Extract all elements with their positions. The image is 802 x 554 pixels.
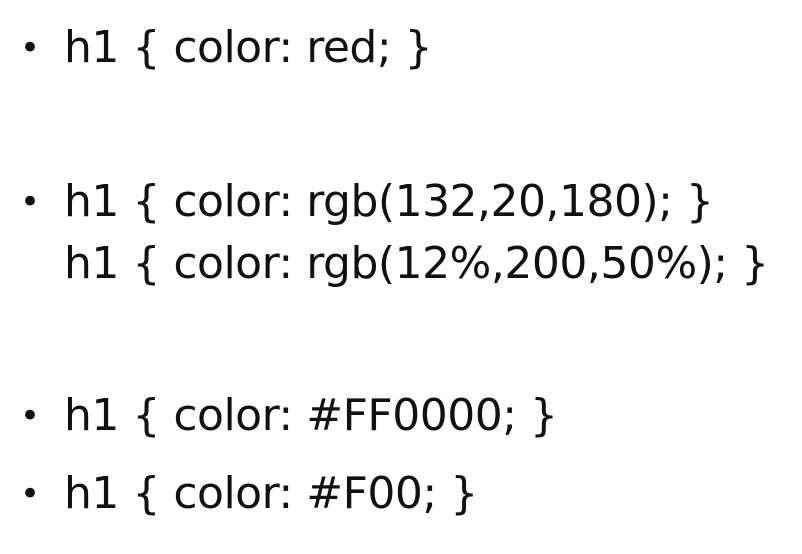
- css-rule-text: h1 { color: red; }: [64, 22, 433, 73]
- css-rule-text: h1 { color: #F00; }: [64, 468, 478, 519]
- list-item: • h1 { color: #F00; }: [0, 470, 802, 520]
- list-item: • h1 { color: rgb(132,20,180); } h1 { co…: [0, 178, 802, 288]
- list-item: • h1 { color: #FF0000; }: [0, 392, 802, 442]
- bullet-icon: •: [20, 28, 41, 68]
- bullet-icon: •: [20, 182, 41, 222]
- bullet-icon: •: [20, 474, 41, 514]
- css-rule-text: h1 { color: rgb(132,20,180); }: [64, 176, 714, 227]
- bullet-icon: •: [20, 396, 41, 436]
- css-rule-text: h1 { color: rgb(12%,200,50%); }: [64, 238, 769, 289]
- css-rule-text: h1 { color: #FF0000; }: [64, 390, 558, 441]
- list-item: • h1 { color: red; }: [0, 24, 802, 74]
